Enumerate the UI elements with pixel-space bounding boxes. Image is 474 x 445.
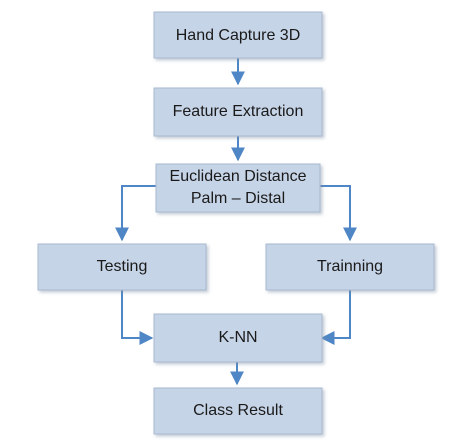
edge-trainning-to-knn <box>320 290 351 345</box>
node-euclidean-label-line-2: Palm – Distal <box>191 190 285 207</box>
node-feature-extraction-label: Feature Extraction <box>173 103 304 120</box>
node-knn-label: K-NN <box>218 329 257 346</box>
node-class-result-label: Class Result <box>193 402 283 419</box>
node-testing: Testing <box>37 243 207 291</box>
node-euclidean-label-line-1: Euclidean Distance <box>170 168 307 185</box>
edge-euclidean-to-testing <box>115 185 156 242</box>
node-hand-capture: Hand Capture 3D <box>153 11 323 59</box>
node-knn: K-NN <box>153 313 323 363</box>
node-euclidean: Euclidean Distance Palm – Distal <box>155 163 321 213</box>
node-class-result: Class Result <box>153 387 323 435</box>
node-hand-capture-label: Hand Capture 3D <box>176 27 301 44</box>
node-trainning: Trainning <box>265 243 435 291</box>
node-feature-extraction: Feature Extraction <box>153 87 323 137</box>
edge-euclidean-to-trainning <box>320 185 357 242</box>
node-testing-label: Testing <box>97 258 148 275</box>
node-trainning-label: Trainning <box>317 258 383 275</box>
edge-testing-to-knn <box>121 290 154 345</box>
edges <box>115 58 357 386</box>
